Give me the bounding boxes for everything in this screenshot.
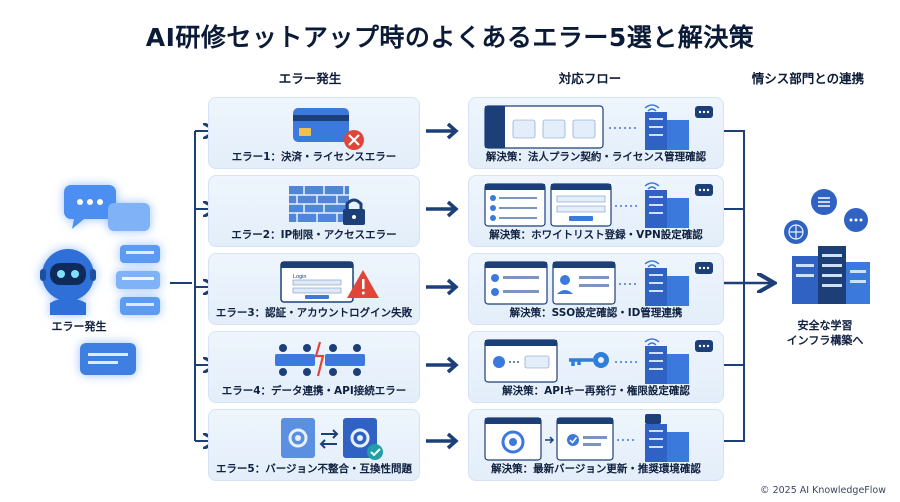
column-header-it: 情シス部門との連携 (751, 71, 865, 86)
chat-bubble-icon (108, 203, 150, 231)
api-window-icon (484, 339, 558, 383)
whitelist-window-icon (484, 183, 546, 227)
column-header-action: 対応フロー (558, 71, 622, 86)
update-window-icon (484, 417, 542, 461)
broken-connection-icon (275, 341, 365, 377)
flow-arrow-4 (426, 356, 459, 374)
error-label-5: エラー5：バージョン不整合・互換性問題 (215, 463, 413, 475)
error-x-icon (344, 130, 364, 150)
solution-label-5: 解決策：最新バージョン更新・推奨環境確認 (491, 463, 701, 475)
settings-file-icon (281, 418, 315, 458)
right-caption: 安全な学習 インフラ構築へ (760, 318, 890, 348)
solution-label-2: 解決策：ホワイトリスト登録・VPN設定確認 (489, 229, 703, 241)
page-title: AI研修セットアップ時のよくあるエラー5選と解決策 (145, 23, 755, 52)
error-label-3: エラー3：認証・アカウントログイン失敗 (215, 307, 413, 319)
column-header-error: エラー発生 (278, 71, 342, 86)
solution-label-4: 解決策：APIキー再発行・権限設定確認 (502, 385, 690, 397)
chat-bubble-icon (695, 262, 713, 274)
solution-panel-2: 解決策：ホワイトリスト登録・VPN設定確認 (468, 175, 724, 247)
server-icon (645, 268, 689, 306)
right-caption-line-2: インフラ構築へ (786, 334, 864, 347)
error-panel-4: エラー4：データ連携・API接続エラー (208, 331, 420, 403)
copyright-footer: © 2025 AI KnowledgeFlow (760, 485, 886, 496)
key-icon (569, 352, 609, 368)
login-window-icon: Login (280, 261, 354, 303)
vpn-settings-window-icon (550, 183, 612, 227)
left-caption: エラー発生 (51, 320, 107, 333)
server-icon (645, 190, 689, 228)
flow-arrow-3 (426, 278, 459, 296)
sso-window-icon (484, 261, 548, 305)
solution-label-1: 解決策：法人プラン契約・ライセンス管理確認 (485, 151, 707, 163)
chat-bubble-icon (695, 106, 713, 118)
wifi-icon (644, 104, 660, 112)
warning-icon (347, 270, 379, 298)
server-icon (645, 346, 689, 384)
flow-arrow-2 (426, 200, 459, 218)
wifi-icon (644, 182, 660, 190)
error-label-1: エラー1：決済・ライセンスエラー (231, 151, 397, 163)
chat-bubble-icon (80, 343, 136, 375)
solution-panel-3: 解決策：SSO設定確認・ID管理連携 (468, 253, 724, 325)
server-rack-icon (792, 246, 870, 304)
solution-panel-1: 解決策：法人プラン契約・ライセンス管理確認 (468, 97, 724, 169)
flow-arrow-5 (426, 432, 459, 450)
error-panel-5: エラー5：バージョン不整合・互換性問題 (208, 409, 420, 481)
wifi-icon (644, 338, 660, 346)
globe-icon (784, 220, 808, 244)
wifi-icon (644, 260, 660, 268)
robot-chat-illustration (40, 185, 160, 375)
firewall-icon (289, 186, 349, 222)
dashboard-window-icon (484, 105, 604, 149)
error-panel-1: エラー1：決済・ライセンスエラー (208, 97, 420, 169)
chat-bubble-icon (645, 414, 661, 424)
swap-arrows-icon (319, 429, 339, 449)
right-caption-line-1: 安全な学習 (797, 319, 853, 332)
error-panel-2: エラー2：IP制限・アクセスエラー (208, 175, 420, 247)
recommended-env-window-icon (556, 417, 614, 461)
flow-arrow-1 (426, 122, 459, 140)
solution-panel-5: 解決策：最新バージョン更新・推奨環境確認 (468, 409, 724, 481)
server-icon (645, 424, 689, 462)
credit-card-icon (293, 108, 349, 142)
chat-bubble-icon (695, 184, 713, 196)
login-label: Login (293, 274, 306, 280)
chat-bubble-icon (695, 340, 713, 352)
infrastructure-illustration (784, 189, 870, 304)
id-management-window-icon (552, 261, 616, 305)
error-panel-3: Login エラー3：認証・アカウントログイン失敗 (208, 253, 420, 325)
list-bubble-icon (811, 189, 837, 215)
lock-icon (343, 198, 365, 225)
right-bracket-line (724, 130, 745, 442)
solution-panel-4: 解決策：APIキー再発行・権限設定確認 (468, 331, 724, 403)
chat-bubble-icon (844, 208, 868, 232)
error-label-2: エラー2：IP制限・アクセスエラー (231, 229, 397, 241)
check-badge-icon (367, 444, 383, 460)
server-icon (645, 112, 689, 150)
error-label-4: エラー4：データ連携・API接続エラー (221, 385, 407, 397)
solution-label-3: 解決策：SSO設定確認・ID管理連携 (509, 307, 683, 319)
